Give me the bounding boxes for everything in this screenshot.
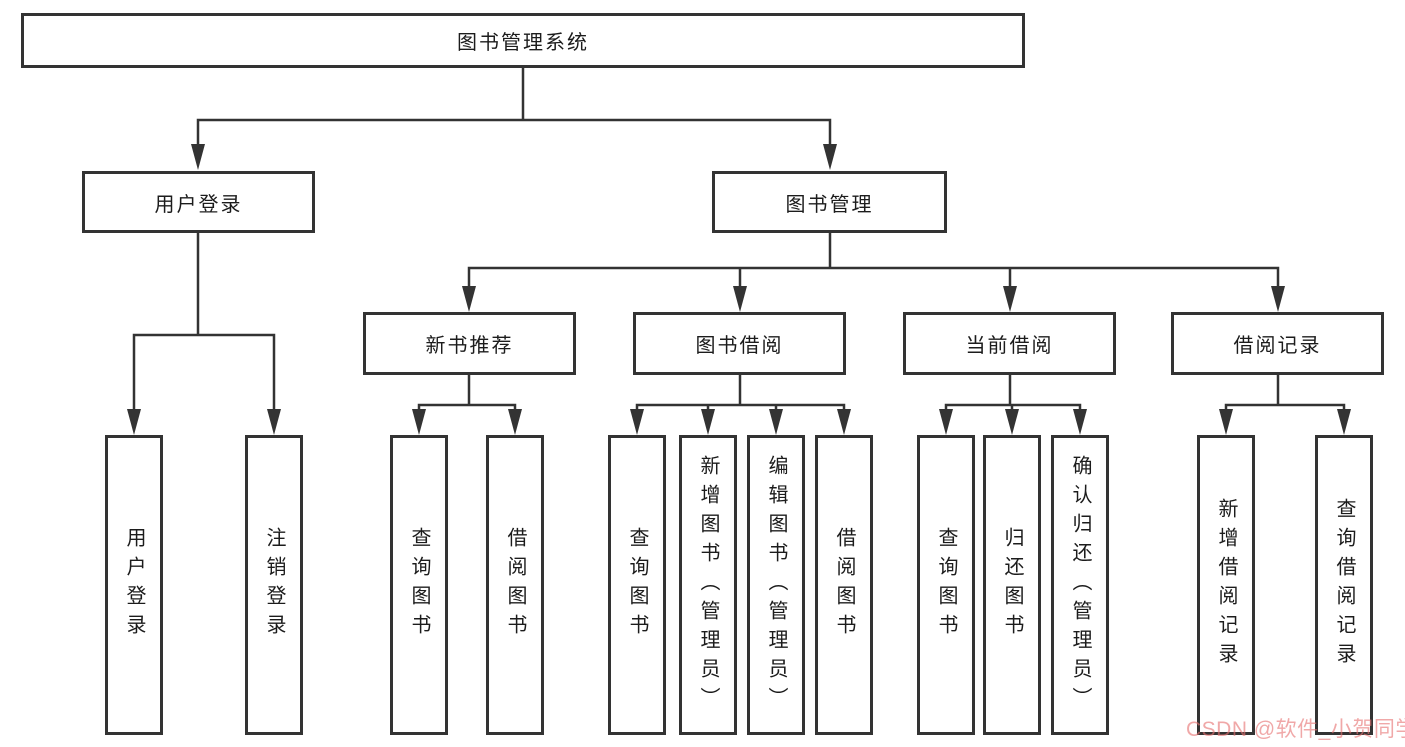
node-user-login: 用户登录 <box>82 171 315 233</box>
leaf-logout: 注销登录 <box>245 435 303 735</box>
node-label: 借阅记录 <box>1233 335 1322 357</box>
connector-book-borrowing-to-leaves <box>630 375 851 435</box>
leaf-query-books-recommend: 查询图书 <box>390 435 448 735</box>
connector-line <box>944 375 1082 410</box>
arrowhead-icon <box>1271 286 1285 312</box>
leaf-borrow-books-borrowing: 借阅图书 <box>815 435 873 735</box>
leaf-query-borrow-record: 查询借阅记录 <box>1315 435 1373 735</box>
leaf-add-book-admin: 新增图书（管理员） <box>679 435 737 735</box>
arrowhead-icon <box>1337 409 1351 435</box>
connector-line <box>417 375 517 410</box>
node-label: 图书借阅 <box>695 335 784 357</box>
leaf-label: 借阅图书 <box>504 527 526 643</box>
connector-current-borrowing-to-leaves <box>939 375 1087 435</box>
arrowhead-icon <box>630 409 644 435</box>
connector-user-login-to-leaves <box>127 233 281 435</box>
leaf-query-books-current: 查询图书 <box>917 435 975 735</box>
arrowhead-icon <box>267 409 281 435</box>
node-label: 新书推荐 <box>425 335 514 357</box>
leaf-user-login: 用户登录 <box>105 435 163 735</box>
arrowhead-icon <box>127 409 141 435</box>
leaf-query-books-borrowing: 查询图书 <box>608 435 666 735</box>
leaf-label: 查询借阅记录 <box>1333 498 1355 672</box>
arrowhead-icon <box>733 286 747 312</box>
node-label: 当前借阅 <box>965 335 1054 357</box>
connector-line <box>635 375 846 410</box>
arrowhead-icon <box>701 409 715 435</box>
connector-line <box>132 233 276 410</box>
connector-root-to-level2 <box>191 68 837 170</box>
connector-line <box>467 233 1280 287</box>
arrowhead-icon <box>1219 409 1233 435</box>
arrowhead-icon <box>837 409 851 435</box>
connector-book-management-to-level3 <box>462 233 1285 312</box>
leaf-confirm-return-admin: 确认归还（管理员） <box>1051 435 1109 735</box>
arrowhead-icon <box>462 286 476 312</box>
leaf-label: 编辑图书（管理员） <box>765 454 787 716</box>
leaf-label: 查询图书 <box>408 527 430 643</box>
leaf-label: 新增借阅记录 <box>1215 498 1237 672</box>
leaf-label: 新增图书（管理员） <box>697 454 719 716</box>
node-new-book-recommend: 新书推荐 <box>363 312 576 375</box>
connector-borrowing-records-to-leaves <box>1219 375 1351 435</box>
leaf-label: 查询图书 <box>626 527 648 643</box>
watermark: CSDN @软件_小贺同学 <box>1186 718 1405 741</box>
arrowhead-icon <box>1005 409 1019 435</box>
arrowhead-icon <box>1073 409 1087 435</box>
leaf-edit-book-admin: 编辑图书（管理员） <box>747 435 805 735</box>
node-book-borrowing: 图书借阅 <box>633 312 846 375</box>
leaf-label: 注销登录 <box>263 527 285 643</box>
leaf-return-books: 归还图书 <box>983 435 1041 735</box>
leaf-add-borrow-record: 新增借阅记录 <box>1197 435 1255 735</box>
leaf-label: 确认归还（管理员） <box>1069 454 1091 716</box>
node-label: 图书管理系统 <box>457 32 589 54</box>
connector-line <box>196 68 832 145</box>
arrowhead-icon <box>1003 286 1017 312</box>
leaf-borrow-books-recommend: 借阅图书 <box>486 435 544 735</box>
node-label: 图书管理 <box>785 193 874 216</box>
connector-line <box>1224 375 1346 410</box>
node-label: 用户登录 <box>154 193 243 216</box>
connector-new-book-recommend-to-leaves <box>412 375 522 435</box>
arrowhead-icon <box>508 409 522 435</box>
node-library-management-system: 图书管理系统 <box>21 13 1025 68</box>
node-current-borrowing: 当前借阅 <box>903 312 1116 375</box>
arrowhead-icon <box>823 144 837 170</box>
arrowhead-icon <box>769 409 783 435</box>
arrowhead-icon <box>412 409 426 435</box>
leaf-label: 借阅图书 <box>833 527 855 643</box>
leaf-label: 用户登录 <box>123 527 145 643</box>
leaf-label: 归还图书 <box>1001 527 1023 643</box>
arrowhead-icon <box>191 144 205 170</box>
leaf-label: 查询图书 <box>935 527 957 643</box>
node-book-management: 图书管理 <box>712 171 947 233</box>
node-borrowing-records: 借阅记录 <box>1171 312 1384 375</box>
arrowhead-icon <box>939 409 953 435</box>
